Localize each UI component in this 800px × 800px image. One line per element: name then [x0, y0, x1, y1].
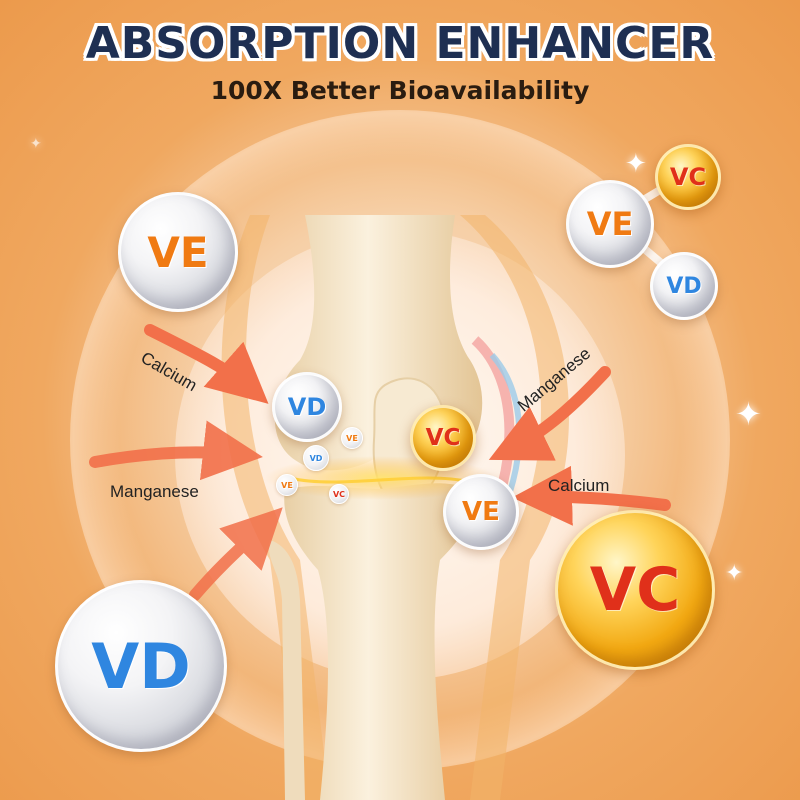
sparkle-icon: ✦ — [735, 396, 762, 432]
vc-molecule-sphere: VC — [655, 144, 721, 210]
arrow-manganese-right — [488, 366, 611, 461]
vd-sphere-large: VD — [55, 580, 227, 752]
joint-line — [289, 476, 471, 484]
tiny-ve-sphere: VE — [341, 427, 363, 449]
fibula — [268, 540, 305, 800]
sparkle-icon: ✦ — [625, 148, 647, 178]
ve-knee-sphere: VE — [443, 474, 519, 550]
arrow-calcium-right — [512, 465, 671, 526]
sparkle-icon: ✦ — [30, 135, 42, 151]
tiny-vc-sphere: VC — [329, 484, 349, 504]
page-subtitle: 100X Better Bioavailability — [210, 76, 590, 105]
ve-molecule-sphere: VE — [566, 180, 654, 268]
arrow-calcium-left — [144, 324, 269, 404]
tissue-right — [460, 215, 569, 800]
tibia — [284, 483, 472, 800]
label-manganese-left: Manganese — [110, 482, 199, 501]
tiny-ve-sphere: VE — [276, 474, 298, 496]
tissue-left — [221, 215, 330, 800]
vc-sphere-large: VC — [555, 510, 715, 670]
page-title: ABSORPTION ENHANCER — [85, 18, 715, 69]
vd-knee-sphere: VD — [272, 372, 342, 442]
label-calcium-right: Calcium — [548, 476, 610, 495]
vc-knee-sphere: VC — [410, 405, 476, 471]
sparkle-icon: ✦ — [725, 560, 744, 585]
arrow-vd-lower-left — [189, 507, 283, 601]
vd-molecule-sphere: VD — [650, 252, 718, 320]
arrow-manganese-left — [89, 420, 263, 481]
tiny-vd-sphere: VD — [303, 445, 329, 471]
ve-sphere-top-left: VE — [118, 192, 238, 312]
